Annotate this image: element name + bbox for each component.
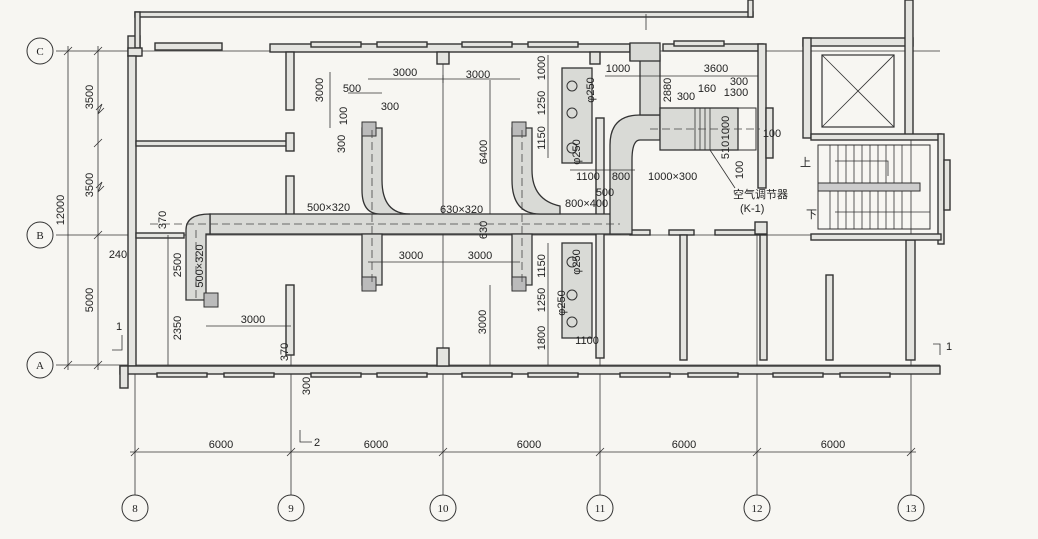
svg-text:100: 100 (763, 128, 781, 140)
svg-text:1100: 1100 (575, 335, 599, 347)
svg-text:13: 13 (906, 503, 918, 515)
dim-bay-5: 6000 (821, 439, 845, 451)
dim-mid-to-b: 3500 (84, 173, 96, 197)
stairwell: 上 下 (800, 144, 931, 230)
duct-size-main-left: 500×320 (307, 202, 350, 214)
return-vents (561, 67, 593, 339)
svg-text:6400: 6400 (478, 140, 490, 164)
duct-size-riser: 800×400 (565, 198, 608, 210)
svg-text:10: 10 (438, 503, 450, 515)
building-walls (119, 0, 951, 389)
svg-text:1800: 1800 (536, 326, 548, 350)
col-axis-13: 13 (897, 494, 925, 522)
col-axis-9: 9 (277, 494, 305, 522)
col-axis-8: 8 (121, 494, 149, 522)
svg-text:1250: 1250 (536, 91, 548, 115)
svg-text:160: 160 (698, 83, 716, 95)
svg-text:370: 370 (157, 211, 169, 229)
svg-text:300: 300 (677, 91, 695, 103)
equipment-label: 空气调节器 (K-1) (709, 149, 788, 215)
svg-text:B: B (36, 230, 43, 242)
left-dimension-chain: 12000 3500 3500 5000 (55, 46, 105, 370)
svg-text:3000: 3000 (477, 310, 489, 334)
svg-text:1250: 1250 (536, 288, 548, 312)
svg-text:500: 500 (596, 187, 614, 199)
dim-bay-1: 6000 (209, 439, 233, 451)
svg-text:300: 300 (301, 377, 313, 395)
dim-bay-4: 6000 (672, 439, 696, 451)
svg-text:240: 240 (109, 249, 127, 261)
svg-text:300: 300 (381, 101, 399, 113)
lower-duct-dims: 3000 3000 370 240 2500 2350 3000 3000 11… (109, 211, 599, 395)
section-marks: 1 2 1 (112, 14, 952, 449)
svg-text:3600: 3600 (704, 63, 728, 75)
svg-text:2880: 2880 (662, 78, 674, 102)
svg-text:100: 100 (734, 161, 746, 179)
machine-room-dims: 1000 3600 300 160 1300 2880 300 1000 510… (605, 63, 781, 179)
svg-text:100: 100 (338, 107, 350, 125)
svg-text:1000: 1000 (720, 116, 732, 140)
upper-duct-dims: 3000 3000 500 300 100 300 3000 6400 1000… (314, 55, 635, 239)
ahu-code: (K-1) (740, 203, 764, 215)
svg-text:A: A (36, 360, 44, 372)
svg-text:C: C (36, 46, 43, 58)
svg-text:630: 630 (478, 221, 490, 239)
row-axis-B: B (26, 221, 54, 249)
ahu-name: 空气调节器 (733, 187, 788, 201)
dim-bay-2: 6000 (364, 439, 388, 451)
diffusers (203, 121, 527, 308)
duct-size-unit-out: 1000×300 (648, 171, 697, 183)
bottom-dimension-chain: 6000 6000 6000 6000 6000 (130, 439, 916, 457)
stair-up-label: 上 (800, 156, 811, 169)
svg-text:370: 370 (279, 343, 291, 361)
svg-text:1150: 1150 (536, 254, 548, 278)
elevator-shaft (821, 54, 895, 128)
section-mark-3: 1 (946, 341, 952, 353)
duct-size-labels: 500×320 630×320 800×400 500×320 1000×300 (194, 171, 697, 288)
col-axis-11: 11 (586, 494, 614, 522)
row-axis-C: C (26, 37, 54, 65)
duct-size-main-center: 630×320 (440, 204, 483, 216)
dim-b-to-a: 5000 (84, 288, 96, 312)
svg-text:3000: 3000 (399, 250, 423, 262)
dim-c-to-mid: 3500 (84, 85, 96, 109)
col-axis-10: 10 (429, 494, 457, 522)
svg-text:φ250: φ250 (585, 77, 597, 103)
dim-bay-3: 6000 (517, 439, 541, 451)
svg-text:φ250: φ250 (571, 249, 583, 275)
svg-text:φ250: φ250 (556, 290, 568, 316)
svg-text:1000: 1000 (536, 56, 548, 80)
row-axis-A: A (26, 351, 54, 379)
svg-text:3000: 3000 (393, 67, 417, 79)
svg-text:1000: 1000 (606, 63, 630, 75)
svg-text:3000: 3000 (314, 78, 326, 102)
svg-text:3000: 3000 (466, 69, 490, 81)
col-axis-12: 12 (743, 494, 771, 522)
svg-text:300: 300 (336, 135, 348, 153)
svg-text:12: 12 (752, 503, 763, 515)
section-mark-1: 1 (116, 321, 122, 333)
svg-text:1100: 1100 (576, 171, 600, 183)
svg-text:1150: 1150 (536, 126, 548, 150)
svg-text:1300: 1300 (724, 87, 748, 99)
svg-text:φ250: φ250 (571, 139, 583, 165)
svg-text:510: 510 (720, 141, 732, 159)
svg-text:3000: 3000 (241, 314, 265, 326)
svg-text:500: 500 (343, 83, 361, 95)
svg-text:11: 11 (595, 503, 606, 515)
stair-down-label: 下 (806, 209, 817, 221)
svg-text:2500: 2500 (172, 253, 184, 277)
duct-centerlines (150, 128, 760, 300)
section-mark-2: 2 (314, 437, 320, 449)
svg-text:800: 800 (612, 171, 630, 183)
svg-text:2350: 2350 (172, 316, 184, 340)
svg-text:300: 300 (730, 76, 748, 88)
duct-size-branch-down: 500×320 (194, 244, 206, 287)
svg-text:9: 9 (288, 503, 294, 515)
svg-text:3000: 3000 (468, 250, 492, 262)
svg-text:8: 8 (132, 503, 138, 515)
dim-total-height: 12000 (55, 195, 67, 226)
